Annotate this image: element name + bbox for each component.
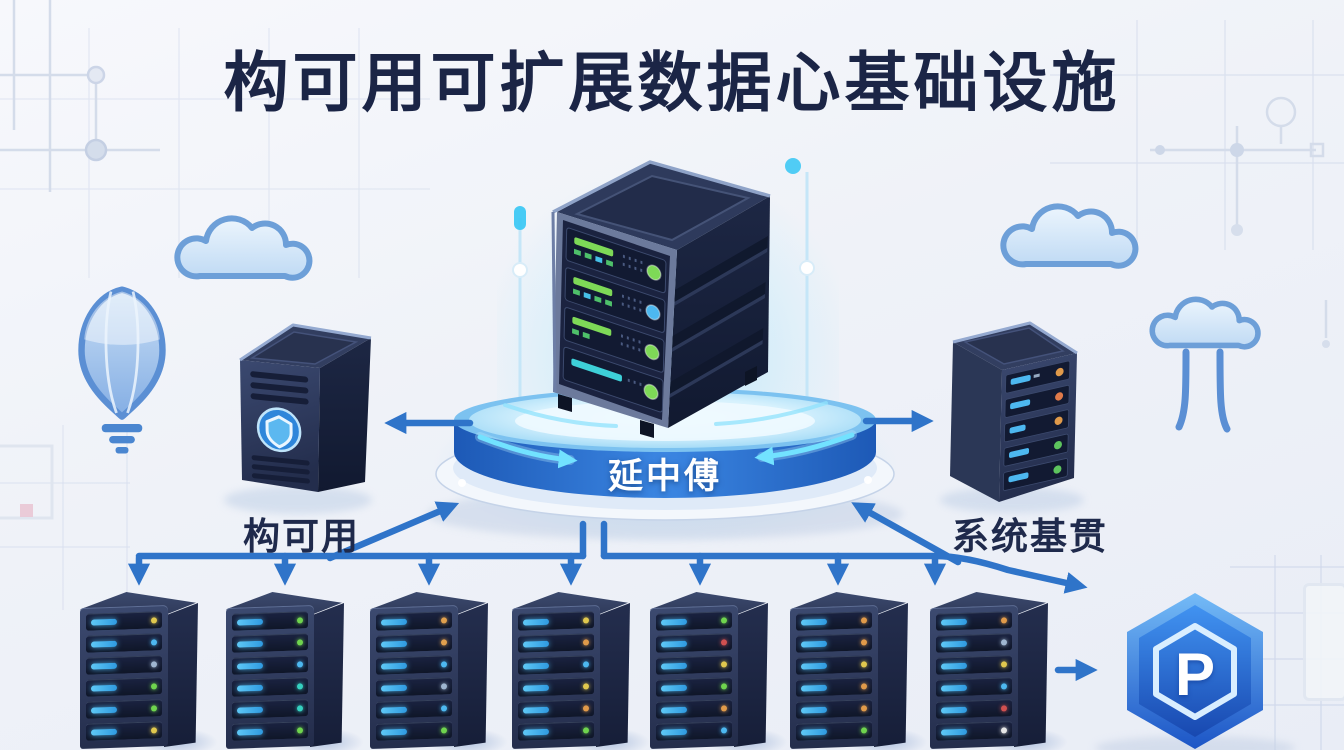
- rack-slot: [1003, 433, 1069, 467]
- arrow-to-badge-diagonal: [931, 552, 1088, 594]
- arrow-up-right: [851, 502, 962, 566]
- central-platform: [427, 388, 903, 540]
- cloud-icon: [174, 215, 313, 281]
- rack-bay: [563, 307, 665, 373]
- circuit-decoration-topright: [1150, 96, 1330, 348]
- rack-slot: [1002, 458, 1069, 491]
- arrow-up-left: [326, 501, 460, 562]
- edge-server-right-icon: [940, 321, 1084, 513]
- hexagon-p-badge: [1095, 593, 1295, 750]
- rack-slot: [1004, 385, 1070, 418]
- cloud-with-lines-icon: [1149, 296, 1261, 433]
- shield-icon: [256, 407, 302, 453]
- rack-slot: [1005, 360, 1071, 394]
- central-server-icon: [551, 160, 771, 438]
- right-server-label: 系统基贯: [952, 516, 1108, 557]
- rack-slot: [1003, 409, 1070, 443]
- rack-bay: [562, 346, 664, 413]
- platform-label: 延中傅: [607, 457, 722, 496]
- page-title: 构可用可扩展数据心基础设施: [223, 46, 1121, 119]
- balloon-icon: [78, 286, 166, 454]
- edge-server-left-icon: [224, 323, 372, 514]
- left-server-label: 构可用: [243, 516, 360, 557]
- rack-bay: [564, 267, 666, 333]
- ghost-server-outline: [1303, 583, 1344, 701]
- bus-stub: [579, 520, 608, 560]
- badge-letter: P: [1174, 641, 1216, 708]
- rack-bay: [565, 227, 667, 294]
- circuit-decoration-topleft: [0, 0, 160, 192]
- flow-arrows: [127, 409, 1098, 682]
- cloud-icon: [1000, 203, 1139, 269]
- circuit-decoration-left-edge: [0, 444, 54, 520]
